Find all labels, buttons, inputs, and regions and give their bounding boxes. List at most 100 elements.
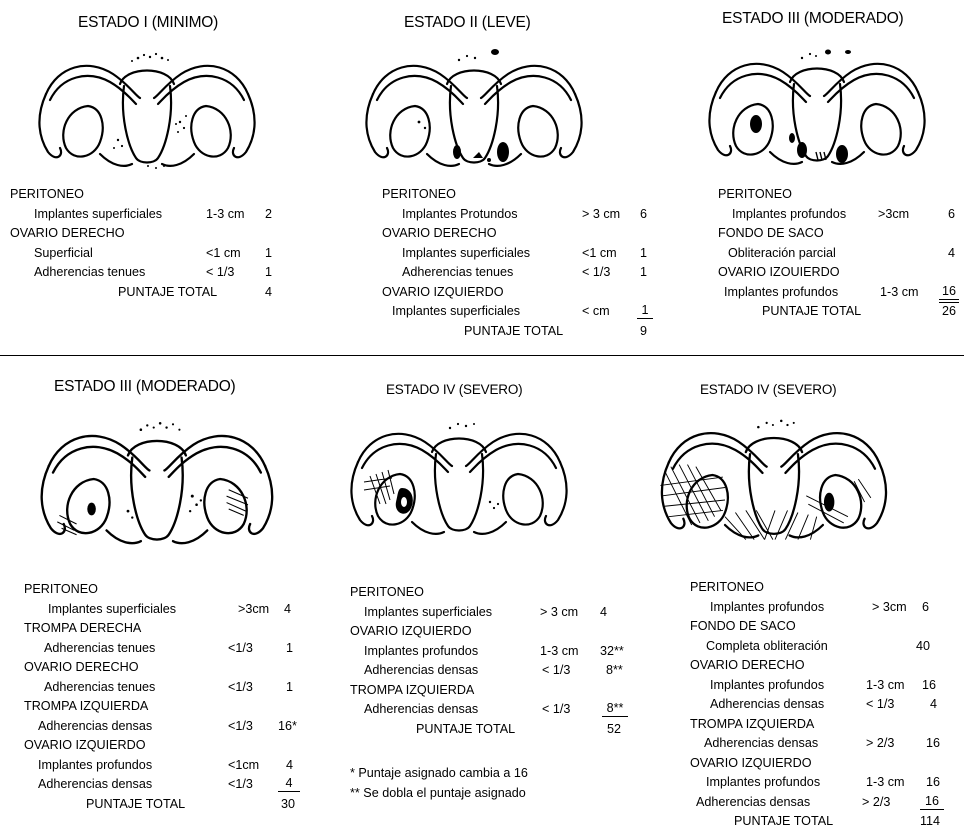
finding-label: Adherencias tenues bbox=[34, 265, 146, 279]
category-label: PERITONEO bbox=[24, 582, 98, 596]
finding-label: Implantes Protundos bbox=[402, 206, 518, 221]
size-value: > 3cm bbox=[872, 599, 907, 614]
category-label: FONDO DE SACO bbox=[718, 226, 824, 240]
finding-label: Obliteración parcial bbox=[728, 245, 836, 260]
category-label: FONDO DE SACO bbox=[690, 619, 796, 633]
size-value: < 1/3 bbox=[542, 702, 571, 716]
category-label: TROMPA IZQUIERDA bbox=[690, 716, 815, 731]
category-label: TROMPA IZQUIERDA bbox=[24, 699, 149, 713]
uterus-diagram-icon bbox=[340, 404, 580, 544]
finding-label: Adherencias tenues bbox=[44, 679, 156, 694]
points-value: 1 bbox=[286, 679, 294, 694]
points-value: 8** bbox=[602, 700, 628, 717]
total-label: PUNTAJE TOTAL bbox=[416, 721, 516, 736]
points-value: 6 bbox=[922, 599, 930, 614]
uterus-diagram-icon bbox=[355, 36, 595, 176]
finding-label: Implantes superficiales bbox=[402, 245, 531, 260]
size-value: < 1/3 bbox=[206, 265, 235, 279]
stage-title: ESTADO III (MODERADO) bbox=[722, 10, 904, 27]
size-value: < cm bbox=[582, 304, 610, 318]
stage-title: ESTADO I (MINIMO) bbox=[78, 14, 219, 31]
points-value: 16 bbox=[920, 793, 944, 810]
size-value: 1-3 cm bbox=[880, 284, 919, 299]
category-label: PERITONEO bbox=[690, 580, 764, 594]
size-value: >3cm bbox=[878, 206, 910, 221]
total-value: 4 bbox=[265, 284, 273, 299]
points-value: 1 bbox=[265, 245, 273, 260]
category-label: OVARIO DERECHO bbox=[24, 660, 139, 674]
score-table: PERITONEO Implantes superficiales >3cm 4 T… bbox=[24, 580, 314, 814]
points-value: 16 bbox=[939, 283, 959, 300]
category-label: OVARIO DERECHO bbox=[10, 226, 125, 240]
finding-label: Implantes superficiales bbox=[48, 601, 177, 616]
finding-label: Adherencias densas bbox=[696, 794, 811, 809]
points-value: 1 bbox=[265, 265, 273, 279]
finding-label: Implantes superficiales bbox=[364, 604, 493, 619]
category-label: OVARIO IZQUIERDO bbox=[350, 624, 472, 638]
points-value: 16 bbox=[926, 736, 941, 750]
size-value: > 3 cm bbox=[582, 206, 621, 221]
total-label: PUNTAJE TOTAL bbox=[762, 304, 862, 318]
category-label: PERITONEO bbox=[350, 585, 424, 599]
size-value: > 2/3 bbox=[866, 736, 895, 750]
points-value: 4 bbox=[286, 757, 294, 772]
stage-title: ESTADO IV (SEVERO) bbox=[700, 382, 837, 397]
finding-label: Implantes profundos bbox=[732, 206, 847, 221]
size-value: <1 cm bbox=[206, 245, 241, 260]
size-value: > 3 cm bbox=[540, 604, 579, 619]
size-value: <1cm bbox=[228, 757, 260, 772]
total-value: 9 bbox=[640, 323, 648, 338]
total-label: PUNTAJE TOTAL bbox=[86, 796, 186, 811]
category-label: PERITONEO bbox=[10, 187, 84, 201]
total-value: 26 bbox=[939, 302, 959, 319]
points-value: 1 bbox=[637, 302, 653, 319]
total-label: PUNTAJE TOTAL bbox=[118, 284, 218, 299]
finding-label: Adherencias densas bbox=[364, 702, 479, 716]
size-value: < 1/3 bbox=[542, 663, 571, 677]
size-value: 1-3 cm bbox=[866, 677, 905, 692]
total-value: 30 bbox=[280, 796, 295, 811]
category-label: PERITONEO bbox=[718, 187, 792, 201]
category-label: OVARIO DERECHO bbox=[382, 226, 497, 240]
footnotes: * Puntaje asignado cambia a 16 ** Se dob… bbox=[350, 764, 528, 803]
finding-label: Adherencias densas bbox=[38, 777, 153, 791]
finding-label: Implantes profundos bbox=[710, 599, 825, 614]
footnote: ** Se dobla el puntaje asignado bbox=[350, 785, 526, 800]
stage-title: ESTADO II (LEVE) bbox=[404, 14, 531, 31]
points-value: 32** bbox=[600, 643, 624, 658]
category-label: OVARIO IZQUIERDO bbox=[382, 284, 504, 299]
points-value: 8** bbox=[606, 663, 623, 677]
finding-label: Implantes profundos bbox=[710, 677, 825, 692]
size-value: <1 cm bbox=[582, 245, 617, 260]
category-label: OVARIO IZOUIERDO bbox=[718, 265, 840, 279]
total-value: 52 bbox=[606, 721, 621, 736]
points-value: 16* bbox=[278, 718, 297, 733]
uterus-diagram-icon bbox=[28, 404, 288, 554]
finding-label: Adherencias tenues bbox=[44, 640, 156, 655]
category-label: PERITONEO bbox=[382, 187, 456, 201]
finding-label: Adherencias densas bbox=[710, 697, 825, 711]
points-value: 16 bbox=[922, 677, 937, 692]
finding-label: Implantes superficiales bbox=[34, 206, 163, 221]
size-value: 1-3 cm bbox=[866, 775, 905, 789]
points-value: 1 bbox=[640, 265, 648, 279]
size-value: <1/3 bbox=[228, 777, 253, 791]
points-value: 4 bbox=[284, 601, 292, 616]
size-value: <1/3 bbox=[228, 640, 253, 655]
finding-label: Adherencias densas bbox=[704, 736, 819, 750]
section-divider bbox=[0, 355, 964, 356]
category-label: OVARIO IZQUIERDO bbox=[24, 738, 146, 752]
finding-label: Completa obliteración bbox=[706, 638, 828, 653]
size-value: > 2/3 bbox=[862, 794, 891, 809]
size-value: 1-3 cm bbox=[206, 206, 245, 221]
size-value: < 1/3 bbox=[866, 697, 895, 711]
finding-label: Implantes profundos bbox=[38, 757, 153, 772]
size-value: >3cm bbox=[238, 601, 270, 616]
points-value: 4 bbox=[600, 604, 608, 619]
stage-title: ESTADO III (MODERADO) bbox=[54, 378, 236, 395]
points-value: 16 bbox=[926, 775, 941, 789]
finding-label: Implantes profundos bbox=[364, 643, 479, 658]
